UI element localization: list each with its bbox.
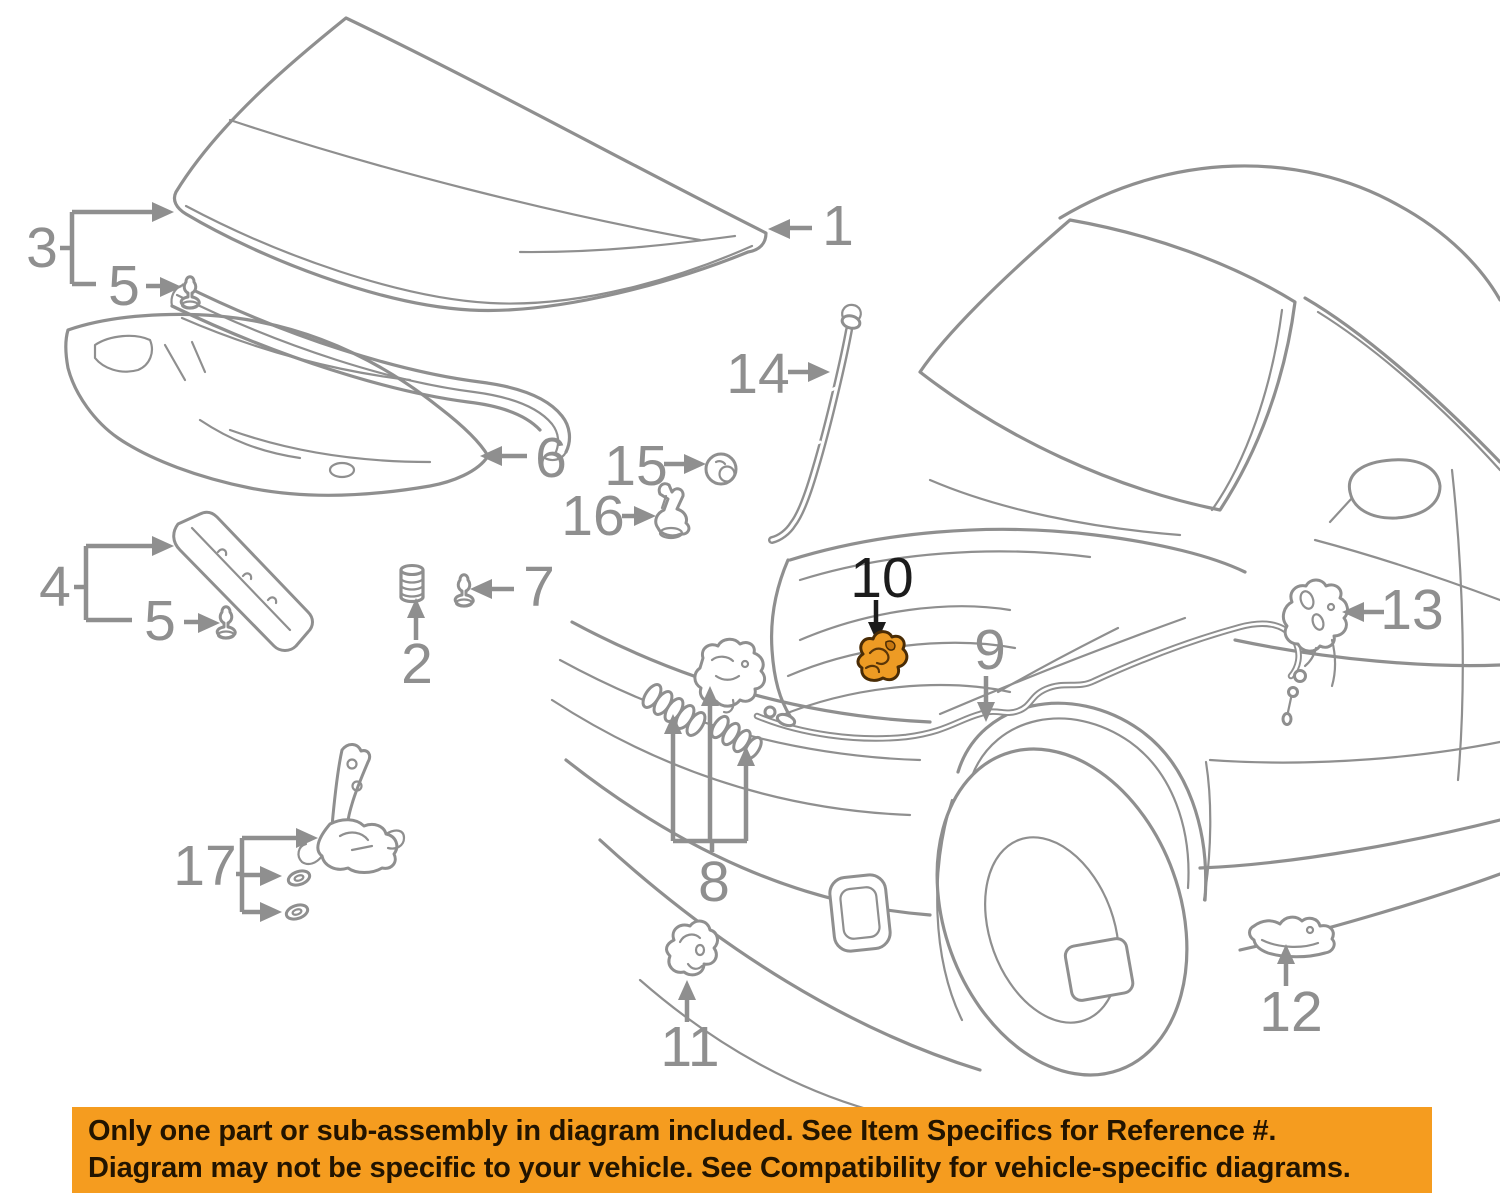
release-cable-drawing [753,620,1302,742]
seal-bar-drawing [172,510,314,652]
callout-labels: 1 2 3 4 5 5 6 7 8 9 10 11 12 13 14 15 16… [26,194,1444,1079]
rod-holder-drawing [654,482,691,540]
callout-1: 1 [822,194,854,258]
hood-support-rod-drawing [768,303,862,544]
lock-spring-left [641,683,707,737]
notice-line-1: Only one part or sub-assembly in diagram… [88,1115,1277,1147]
callout-2: 2 [401,632,433,696]
fender-arch [956,701,1208,902]
notice-line-2: Diagram may not be specific to your vehi… [88,1152,1351,1184]
callout-4: 4 [39,555,71,619]
callout-10-selected: 10 [850,546,913,610]
callout-16: 16 [561,484,624,548]
lock-spring-right [710,714,763,761]
hood-lock-drawing [693,637,767,714]
callout-5b: 5 [144,589,176,653]
callout-8: 8 [698,850,730,914]
hood-seal-strip-drawing [170,283,572,462]
bumper-marker-opening [1063,937,1135,1002]
callout-14: 14 [726,342,789,406]
callout-7: 7 [523,555,555,619]
front-wheel [935,747,1189,1077]
fog-lamp-opening [828,873,892,953]
release-handle-drawing [1248,915,1336,959]
clip-5b [215,605,237,640]
callout-9: 9 [974,618,1006,682]
hood-panel-drawing [172,16,768,313]
callout-17: 17 [173,834,236,898]
clip-7 [453,573,475,608]
vehicle-outline-drawing [550,164,1500,1112]
cable-lock-assembly-drawing [1281,578,1349,726]
notice-banner: Only one part or sub-assembly in diagram… [72,1107,1432,1193]
hood-insulator-pad-drawing [64,312,490,497]
hood-hinge-drawing [284,743,406,921]
side-mirror [1347,458,1442,520]
callout-15: 15 [604,434,667,498]
callout-11: 11 [660,1015,719,1079]
callout-12: 12 [1259,980,1322,1044]
grommet-drawing [704,452,738,486]
latch-striker-drawing [665,919,719,977]
callout-3: 3 [26,216,58,280]
callout-6: 6 [535,426,567,490]
callout-5a: 5 [108,254,140,318]
highlighted-part-clip [856,630,909,682]
hood-cushion-drawing [399,564,425,604]
callout-leader-lines [60,202,1384,1022]
callout-13: 13 [1380,578,1443,642]
